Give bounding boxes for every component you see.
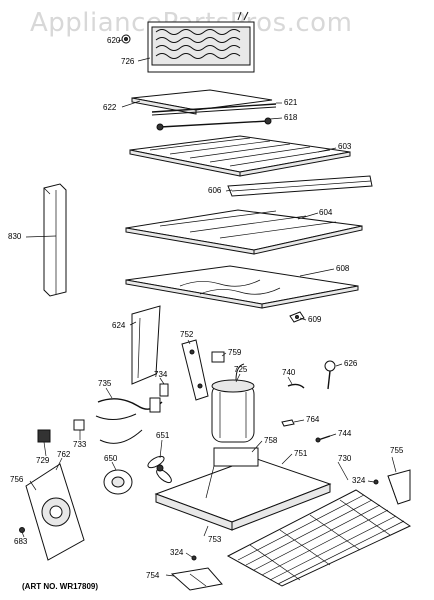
callout-734: 734: [154, 370, 168, 379]
fan-shroud-762: [25, 463, 85, 561]
callout-735: 735: [98, 379, 112, 388]
callout-759: 759: [228, 348, 242, 357]
callout-626: 626: [344, 359, 358, 368]
shelf-front-606: [227, 175, 373, 197]
callout-753: 753: [208, 535, 222, 544]
callout-730: 730: [338, 454, 352, 463]
connector-734: [159, 383, 169, 397]
callout-740: 740: [282, 368, 296, 377]
relay-759: [211, 351, 225, 363]
callout-725: 725: [234, 365, 248, 374]
panel-608: [125, 265, 359, 309]
callout-754: 754: [146, 571, 160, 580]
bracket-752: [181, 339, 209, 401]
callout-683: 683: [14, 537, 28, 546]
duct-624: [131, 305, 161, 385]
callout-651: 651: [156, 431, 170, 440]
callout-606: 606: [208, 186, 222, 195]
wiring-harness-735: [95, 397, 163, 444]
block-729: [37, 429, 51, 443]
callout-620: 620: [107, 36, 121, 45]
screw-324-upper: [373, 479, 379, 485]
drip-trough: [131, 89, 273, 115]
callout-755: 755: [390, 446, 404, 455]
callout-324-upper: 324: [352, 476, 366, 485]
leader-lines: [21, 39, 397, 577]
bracket-755: [387, 469, 411, 505]
fan-motor-650: [103, 469, 133, 495]
callout-621: 621: [284, 98, 298, 107]
callout-624: 624: [112, 321, 126, 330]
screw-324-lower: [191, 555, 197, 561]
callout-608: 608: [336, 264, 350, 273]
connector-733: [73, 419, 85, 431]
callout-726: 726: [121, 57, 135, 66]
shelf-603: [129, 135, 351, 177]
grommet-609: [289, 311, 305, 323]
defrost-heater-621: [151, 103, 277, 116]
base-pan-751: [154, 447, 332, 531]
callout-744: 744: [338, 429, 352, 438]
callout-756: 756: [10, 475, 24, 484]
tube-740: [287, 383, 305, 389]
callout-650: 650: [104, 454, 118, 463]
callout-764: 764: [306, 415, 320, 424]
callout-324-lower: 324: [170, 548, 184, 557]
callout-762: 762: [57, 450, 71, 459]
part-744: [315, 435, 331, 443]
art-number: (ART NO. WR17809): [22, 582, 99, 591]
callout-604: 604: [319, 208, 333, 217]
callout-603: 603: [338, 142, 352, 151]
heater-element-618: [156, 117, 272, 131]
screw-683: [19, 527, 25, 533]
compressor-725: [211, 363, 255, 443]
callout-751: 751: [294, 449, 308, 458]
callout-752: 752: [180, 330, 194, 339]
callout-758: 758: [264, 436, 278, 445]
side-channel-830: [43, 183, 67, 297]
callout-830: 830: [8, 232, 22, 241]
foot-754: [170, 567, 223, 591]
callout-622: 622: [103, 103, 117, 112]
clip-764: [281, 419, 295, 427]
condenser-730: [226, 489, 412, 587]
thermostat-626: [324, 360, 336, 390]
panel-604: [125, 209, 363, 255]
callout-609: 609: [308, 315, 322, 324]
callout-733: 733: [73, 440, 87, 449]
evaporator-coil: [147, 11, 255, 73]
callout-729: 729: [36, 456, 50, 465]
callout-618: 618: [284, 113, 298, 122]
fan-blade-651: [147, 455, 172, 484]
clip-620: [121, 34, 131, 44]
